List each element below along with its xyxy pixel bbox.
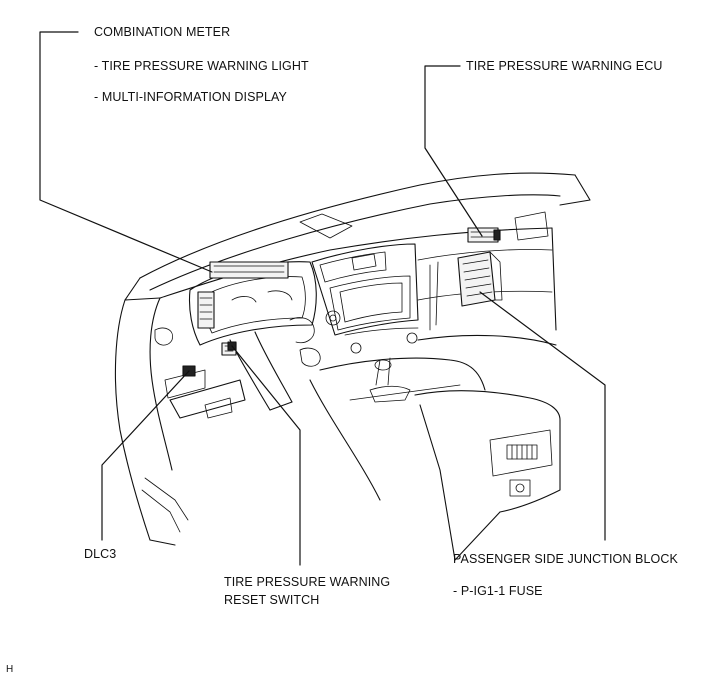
steering-column bbox=[221, 317, 321, 411]
leader-reset-switch bbox=[231, 345, 301, 566]
label-reset-switch-line2: RESET SWITCH bbox=[224, 593, 320, 607]
leader-junction-block bbox=[479, 291, 606, 541]
label-dlc3: DLC3 bbox=[84, 547, 117, 561]
leader-combination-meter bbox=[39, 31, 213, 273]
left-panel bbox=[114, 297, 246, 546]
junction-block-component bbox=[457, 251, 503, 307]
center-console bbox=[309, 357, 561, 561]
leader-dlc3 bbox=[101, 370, 190, 541]
label-tire-pressure-warning-light: - TIRE PRESSURE WARNING LIGHT bbox=[94, 59, 309, 73]
ecu-component bbox=[467, 227, 501, 243]
label-reset-switch-line1: TIRE PRESSURE WARNING bbox=[224, 575, 391, 589]
leader-ecu bbox=[424, 65, 483, 237]
dash-outline bbox=[124, 172, 591, 331]
leader-lines bbox=[39, 31, 606, 566]
label-passenger-junction-block: PASSENGER SIDE JUNCTION BLOCK bbox=[453, 552, 678, 566]
label-multi-information-display: - MULTI-INFORMATION DISPLAY bbox=[94, 90, 287, 104]
label-tire-pressure-warning-ecu: TIRE PRESSURE WARNING ECU bbox=[466, 59, 663, 73]
cluster-area bbox=[188, 261, 317, 346]
label-combination-meter: COMBINATION METER bbox=[94, 25, 231, 39]
center-stack bbox=[311, 243, 419, 354]
label-fuse: - P-IG1-1 FUSE bbox=[453, 584, 543, 598]
corner-mark: H bbox=[6, 664, 14, 675]
